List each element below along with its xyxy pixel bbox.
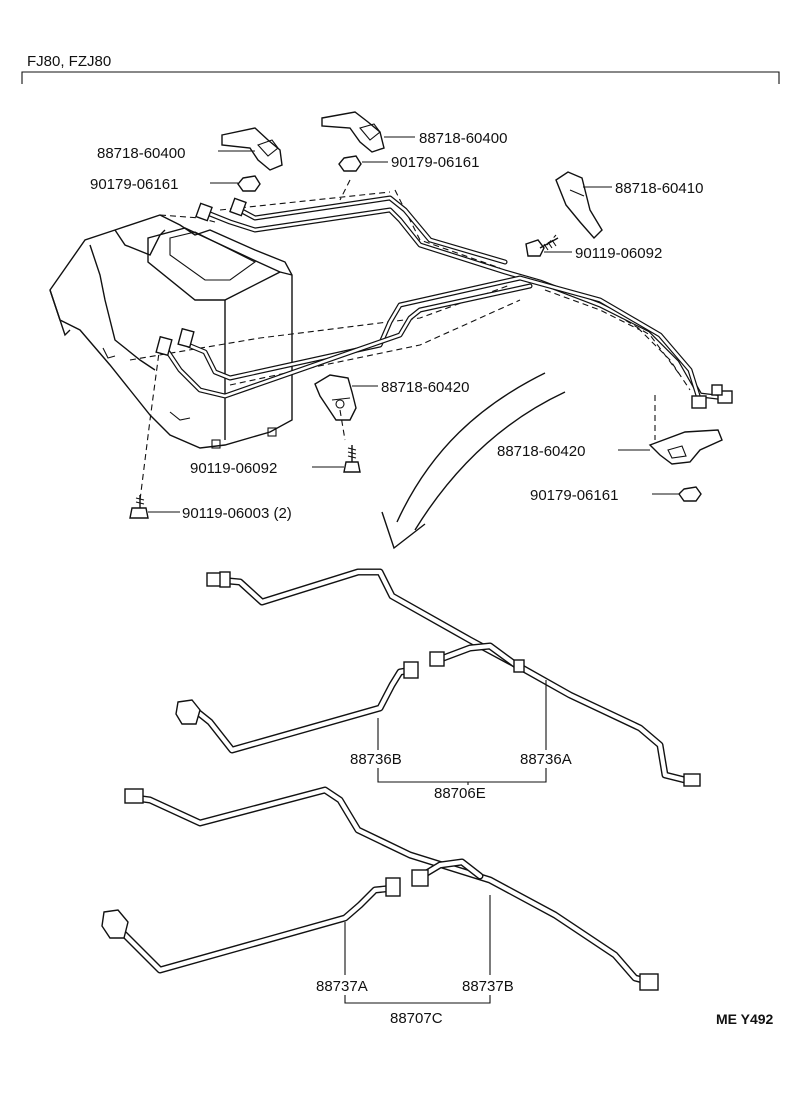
nut-06161-top	[338, 155, 362, 172]
rear-cooler-unit	[49, 214, 293, 449]
tube-set-88707c	[101, 786, 659, 991]
upper-pipes	[155, 195, 733, 409]
curved-arrow	[381, 372, 566, 550]
label-88737a: 88737A	[316, 978, 368, 995]
bolt-06092-upper	[525, 237, 559, 257]
label-clamp-b: 88718-60400	[419, 130, 507, 147]
model-header: FJ80, FZJ80	[27, 53, 111, 70]
clamp-60420-center	[314, 374, 357, 421]
label-bolt-a: 90119-06092	[575, 245, 662, 262]
hidden-lines	[129, 179, 691, 501]
bracket-88706e	[377, 768, 547, 783]
label-clamp-e: 88718-60420	[497, 443, 585, 460]
nut-06161-right	[678, 486, 702, 502]
label-clamp-a: 88718-60400	[97, 145, 185, 162]
bolt-06003	[129, 495, 149, 519]
label-bolt-c: 90119-06003 (2)	[182, 505, 292, 522]
label-bolt-b: 90119-06092	[190, 460, 277, 477]
label-nut-c: 90179-06161	[530, 487, 618, 504]
label-88707c: 88707C	[390, 1010, 443, 1027]
label-88736b: 88736B	[350, 751, 402, 768]
clamp-60410	[555, 171, 603, 240]
clamp-60420-right	[648, 429, 723, 465]
clamp-60400-left	[221, 127, 283, 171]
tube-set-88706e	[175, 568, 701, 787]
label-88736a: 88736A	[520, 751, 572, 768]
bolt-06092-lower	[343, 445, 361, 473]
header-bracket	[21, 71, 780, 84]
label-clamp-c: 88718-60410	[615, 180, 703, 197]
label-nut-b: 90179-06161	[391, 154, 479, 171]
label-clamp-d: 88718-60420	[381, 379, 469, 396]
bracket-88707c	[344, 995, 491, 1004]
label-88706e: 88706E	[434, 785, 486, 802]
nut-06161-left	[237, 175, 261, 192]
label-88737b: 88737B	[462, 978, 514, 995]
label-nut-a: 90179-06161	[90, 176, 178, 193]
clamp-60400-right	[321, 111, 385, 153]
diagram-code: ME Y492	[716, 1011, 774, 1027]
